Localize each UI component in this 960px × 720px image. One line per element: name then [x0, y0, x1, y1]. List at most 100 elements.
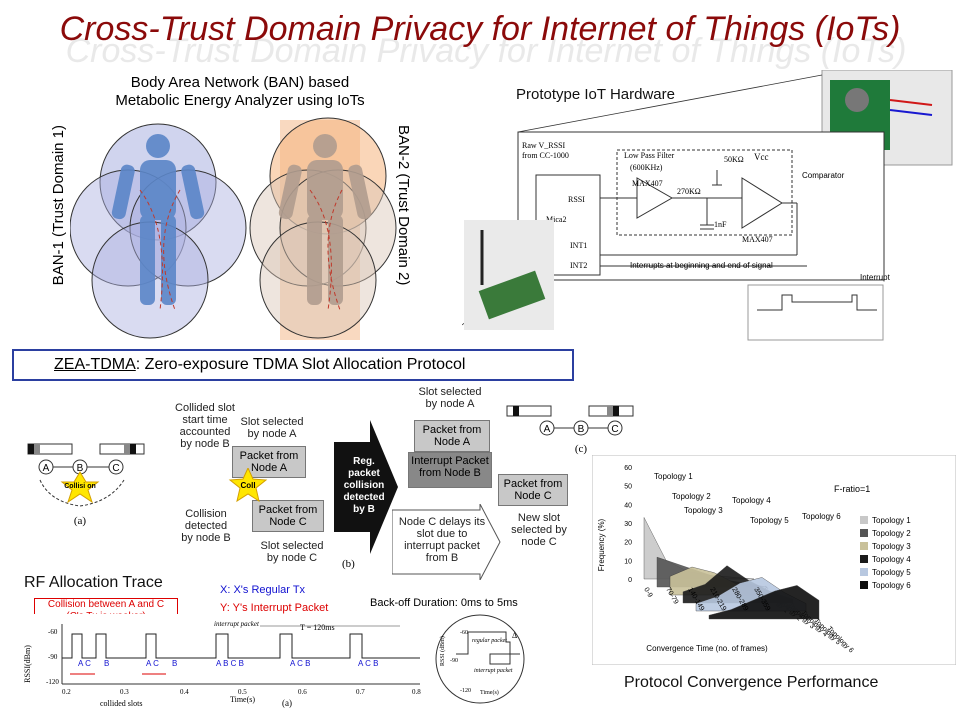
coll-label: Coll	[240, 481, 255, 490]
inset-xlabel: Time(s)	[480, 689, 499, 696]
conv-legend-label-5: Topology 5	[872, 568, 911, 577]
delay-text: Node C delays its slot due to interrupt …	[398, 516, 486, 564]
slot-selected-a-note: Slot selected by node A	[232, 416, 312, 440]
conv-ytick: 60	[624, 465, 632, 472]
inset-regular-label: regular packet	[472, 638, 507, 644]
x-regular-text: X: X's Regular Tx	[220, 584, 306, 596]
ban2-label: BAN-2 (Trust Domain 2)	[395, 125, 412, 286]
interrupt-label: Interrupt	[860, 273, 891, 282]
node-a2-label: A	[544, 424, 551, 435]
packet-from-a2-box: Packet from Node A	[414, 420, 490, 452]
packet-from-a-box: Packet from Node A	[232, 446, 306, 478]
label-c: (c)	[575, 443, 588, 455]
packet-from-c-box: Packet from Node C	[252, 500, 324, 532]
ban1-label: BAN-1 (Trust Domain 1)	[50, 125, 67, 286]
rf-xtick-6: 0.7	[356, 688, 365, 696]
rf-xtick-7: 0.8	[412, 688, 421, 696]
ban2-body	[278, 134, 372, 305]
rf-inset-circle	[435, 614, 525, 704]
collision-star-label: Collisi on	[64, 483, 96, 490]
collision-detected-note: Collision detected by node B	[176, 508, 236, 544]
r270k-label: 270KΩ	[677, 187, 701, 196]
conv-series-6	[708, 585, 820, 620]
ban-illustration	[70, 117, 397, 340]
node-b2-label: B	[578, 424, 585, 435]
conv-ytick: 0	[628, 577, 632, 584]
rf-slot-b1: B	[104, 659, 109, 668]
collision-star-b: Coll	[228, 468, 268, 503]
new-slot-note: New slot selected by node C	[504, 512, 574, 548]
conv-callout-4: Topology 4	[732, 496, 771, 505]
collided-slot-line2: start time	[182, 414, 228, 426]
slot-selected-a2-line2: by node A	[425, 398, 475, 410]
rf-xtick-1: 0.2	[62, 688, 71, 696]
slot-selected-a-line1: Slot selected	[240, 416, 304, 428]
node-b-label: B	[77, 463, 84, 474]
low-pass-label: Low Pass Filter	[624, 151, 675, 160]
conv-callout-1: Topology 1	[654, 472, 693, 481]
inset-interrupt-label: interrupt packet	[474, 668, 513, 674]
packet-from-c2-box: Packet from Node C	[498, 474, 568, 506]
rf-ytick-2: -90	[48, 653, 58, 661]
rf-slot-b2: B	[172, 659, 177, 668]
rf-slot-a4: A C B	[290, 659, 310, 668]
board-battery	[845, 88, 869, 112]
label-b: (b)	[342, 558, 355, 570]
from-cc-label: from CC-1000	[522, 151, 569, 160]
node-c-label: C	[112, 463, 119, 474]
collision-arrow	[334, 420, 398, 554]
conv-ytick: 40	[624, 502, 632, 509]
rf-xlabel: Time(s)	[230, 695, 255, 704]
conv-legend-swatch-1	[860, 516, 868, 524]
delay-arrow	[392, 504, 501, 580]
node-a-label: A	[43, 463, 50, 474]
rf-label-a: (a)	[282, 698, 292, 708]
collided-slot-note: Collided slot start time accounted by no…	[165, 402, 245, 450]
new-slot-line3: node C	[521, 536, 557, 548]
rssi-label: RSSI	[568, 195, 585, 204]
slot-selected-a2-note: Slot selected by node A	[410, 386, 490, 410]
rf-xtick-5: 0.6	[298, 688, 307, 696]
slot-selected-c-line1: Slot selected	[260, 540, 324, 552]
inset-delta: Δ	[512, 631, 517, 640]
conv-callout-6: Topology 6	[802, 512, 841, 521]
slot-selected-a-line2: by node A	[247, 428, 297, 440]
rf-trace-line	[62, 633, 420, 659]
conv-xlabel: Convergence Time (no. of frames)	[646, 644, 768, 653]
node-c2-label: C	[611, 424, 618, 435]
interrupt-trace	[747, 284, 884, 341]
collision-detected-line1: Collision	[185, 508, 227, 520]
interrupt-packet-box: Interrupt Packet from Node B	[408, 452, 492, 488]
conv-legend-label-2: Topology 2	[872, 529, 911, 538]
rf-title: RF Allocation Trace	[24, 574, 163, 591]
conv-ytick: 50	[624, 484, 632, 491]
rf-collided-slots: collided slots	[100, 699, 142, 708]
khz-label: (600KHz)	[630, 163, 663, 172]
max407a-label: MAX407	[632, 179, 663, 188]
conv-legend-label-4: Topology 4	[872, 555, 911, 564]
convergence-title: Protocol Convergence Performance	[624, 674, 879, 691]
backoff-note: Back-off Duration: 0ms to 5ms	[370, 597, 518, 609]
rf-slot-a3: A B C B	[216, 659, 244, 668]
conv-ylabel: Frequency (%)	[597, 518, 606, 571]
inset-tick-2: -90	[450, 658, 458, 664]
collision-detected-line3: by node B	[181, 532, 231, 544]
collided-slot-line1: Collided slot	[175, 402, 235, 414]
zea-description: : Zero-exposure TDMA Slot Allocation Pro…	[135, 356, 466, 373]
int2-label: INT2	[570, 261, 587, 270]
collided-slot-line4: by node B	[180, 438, 230, 450]
r50k-label: 50KΩ	[724, 155, 744, 164]
ban1-body	[111, 134, 205, 305]
conv-xcat-1: 0-9	[642, 587, 653, 599]
comparator-label: Comparator	[802, 171, 845, 180]
rf-xtick-2: 0.3	[120, 688, 129, 696]
vcc-label: Vcc	[754, 152, 769, 162]
new-slot-line1: New slot	[517, 512, 561, 524]
filter-block	[616, 149, 793, 236]
hardware-title: Prototype IoT Hardware	[516, 86, 675, 103]
protocol-diagram-a: A B C Collisi on (a)	[27, 443, 145, 527]
conv-callout-3: Topology 3	[684, 506, 723, 515]
max407b-label: MAX407	[742, 235, 773, 244]
reg-arrow-label: Reg. packet collision detected by B	[343, 456, 385, 515]
inset-ylabel: RSSI (dBm)	[439, 636, 446, 666]
